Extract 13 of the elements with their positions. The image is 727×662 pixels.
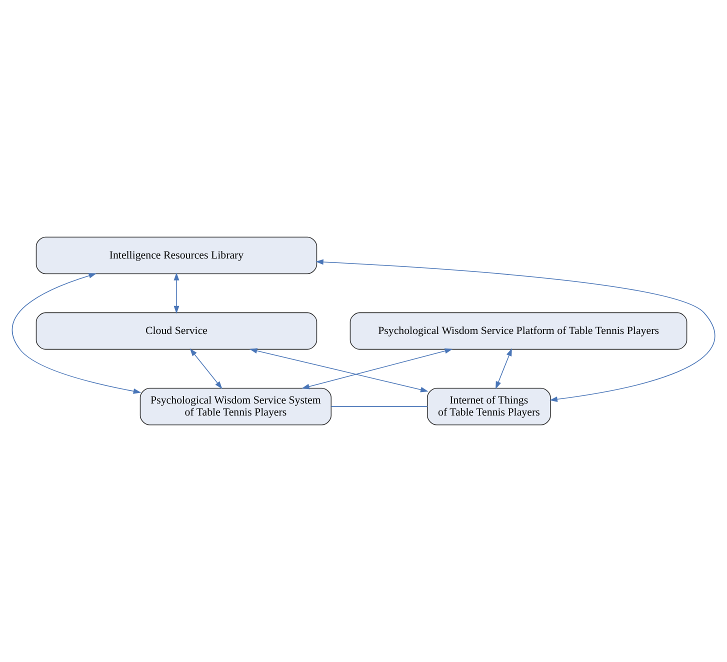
connector [330, 406, 428, 407]
arrow [174, 272, 180, 314]
arrow [12, 273, 142, 394]
node-box: Cloud Service [36, 312, 318, 350]
arrow [496, 348, 512, 390]
node-box: Internet of Things of Table Tennis Players [426, 388, 551, 426]
node-box: Psychological Wisdom Service Platform of Table Tennis Players [350, 312, 688, 350]
node-box: Psychological Wisdom Service System of Table Tennis Players [140, 388, 332, 426]
node-box: Intelligence Resources Library [36, 236, 318, 274]
arrow [249, 348, 428, 392]
arrow [190, 348, 222, 390]
arrow [302, 348, 453, 390]
arrow [316, 259, 716, 402]
